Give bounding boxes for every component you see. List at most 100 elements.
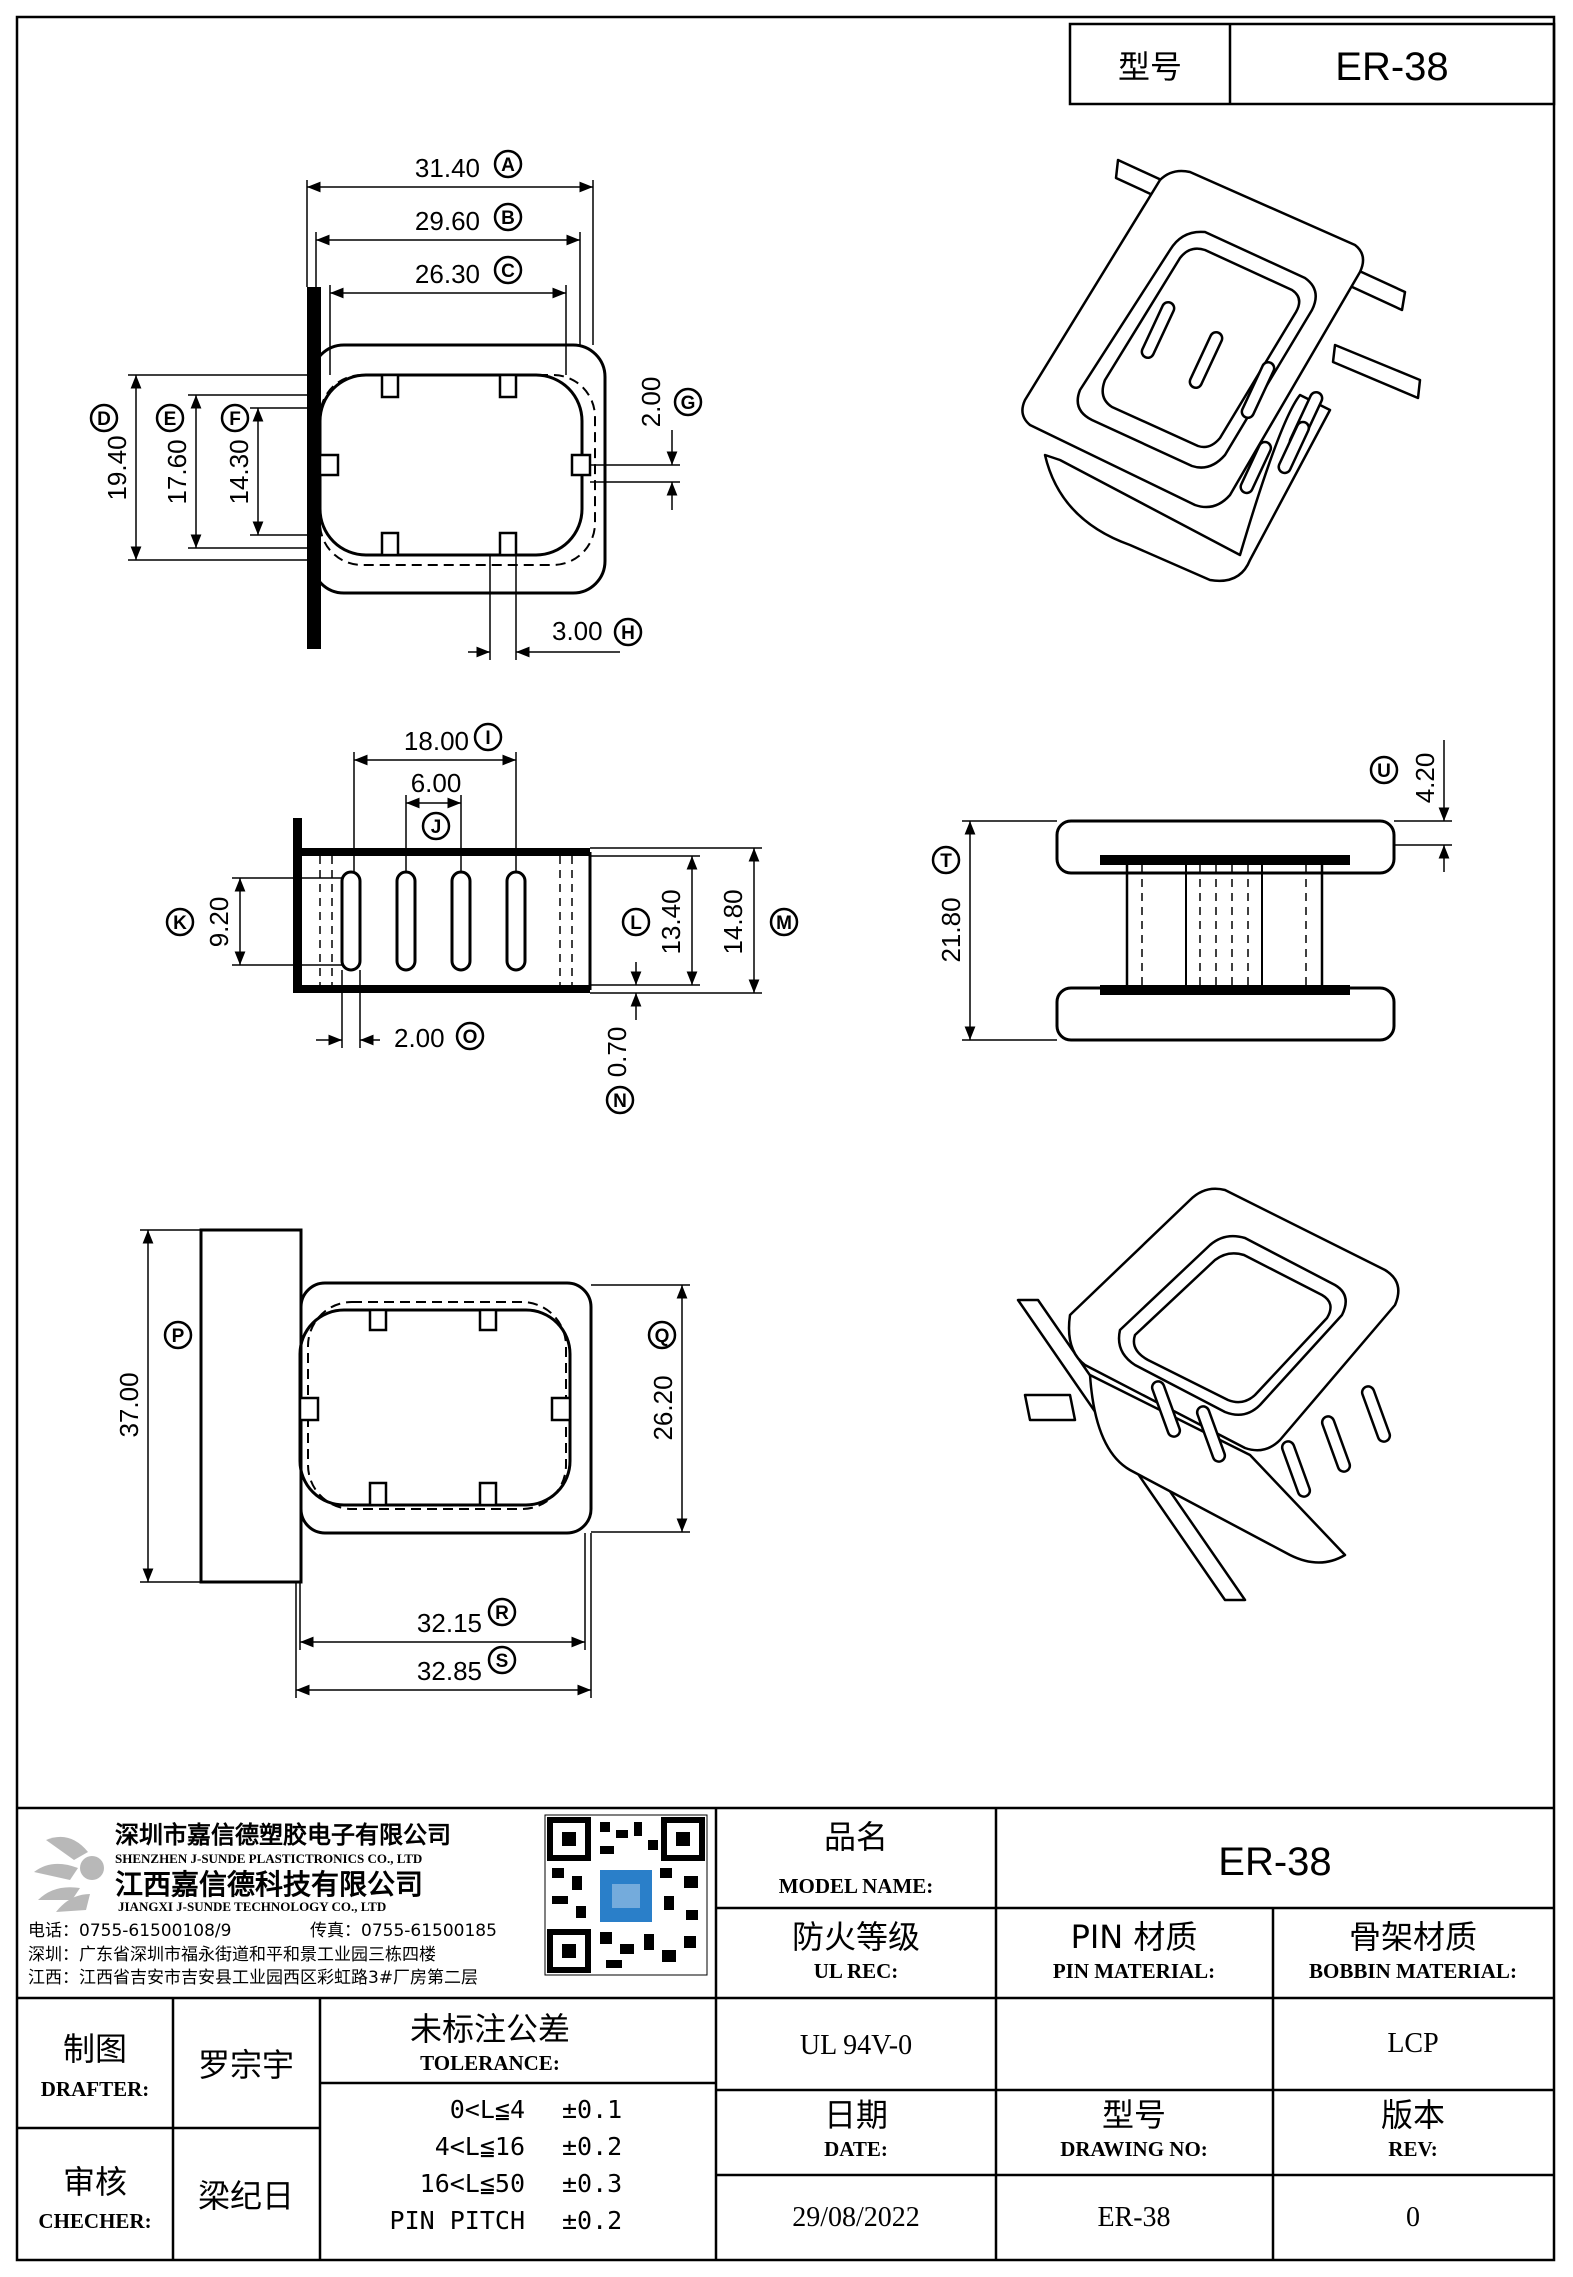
tolerance-value-4: ±0.2 xyxy=(562,2206,622,2235)
model-name-en-label: MODEL NAME: xyxy=(779,1874,934,1898)
rev-cn-label: 版本 xyxy=(1381,2096,1445,2134)
tolerance-value-2: ±0.2 xyxy=(562,2132,622,2161)
drawing-no-value: ER-38 xyxy=(1097,2202,1170,2233)
svg-text:E: E xyxy=(164,409,177,430)
isometric-view-top xyxy=(1021,158,1422,583)
dim-E-value: 17.60 xyxy=(162,439,192,504)
dim-T-value: 21.80 xyxy=(936,897,966,962)
svg-text:H: H xyxy=(621,623,635,644)
svg-text:P: P xyxy=(172,1326,185,1347)
svg-text:F: F xyxy=(229,409,241,430)
company-fax: 传真：0755-61500185 xyxy=(310,1921,497,1941)
rev-value: 0 xyxy=(1406,2202,1420,2233)
company-name-sz-en: SHENZHEN J-SUNDE PLASTICTRONICS CO., LTD xyxy=(115,1851,422,1866)
dim-K-value: 9.20 xyxy=(204,897,234,948)
dim-E-bubble: E xyxy=(155,403,185,433)
svg-text:S: S xyxy=(496,1651,509,1672)
dim-O-value: 2.00 xyxy=(394,1023,445,1053)
dim-H-bubble: H xyxy=(613,617,643,647)
svg-text:C: C xyxy=(501,261,515,282)
dim-U-value: 4.20 xyxy=(1410,753,1440,804)
dim-S-value: 32.85 xyxy=(417,1656,482,1686)
svg-text:I: I xyxy=(485,728,490,749)
svg-text:A: A xyxy=(501,155,515,176)
svg-text:N: N xyxy=(613,1091,627,1112)
dim-F-bubble: F xyxy=(220,403,250,433)
dim-I-value: 18.00 xyxy=(404,726,469,756)
model-name-cn-label: 品名 xyxy=(824,1818,888,1856)
dim-R-bubble: R xyxy=(487,1597,517,1627)
dim-N-bubble: N xyxy=(605,1085,635,1115)
company-address-sz: 深圳：广东省深圳市福永街道和平和景工业园三栋四楼 xyxy=(28,1945,436,1965)
svg-text:Q: Q xyxy=(655,1326,670,1347)
tolerance-range-2: 4<L≦16 xyxy=(435,2132,525,2161)
dim-Q-value: 26.20 xyxy=(648,1375,678,1440)
dim-C-value: 26.30 xyxy=(415,259,480,289)
drafter-value: 罗宗宇 xyxy=(198,2046,294,2084)
dim-F-value: 14.30 xyxy=(224,439,254,504)
tolerance-cn-label: 未标注公差 xyxy=(410,2010,570,2048)
svg-text:D: D xyxy=(97,409,111,430)
dim-A-bubble: A xyxy=(493,149,523,179)
svg-text:M: M xyxy=(776,913,792,934)
dim-G-value: 2.00 xyxy=(636,377,666,428)
side-view-dimensions xyxy=(962,740,1452,1041)
dim-Q-bubble: Q xyxy=(647,1320,677,1350)
tolerance-range-4: PIN PITCH xyxy=(390,2206,525,2235)
dim-G-bubble: G xyxy=(673,387,703,417)
dim-M-value: 14.80 xyxy=(718,889,748,954)
company-logo xyxy=(34,1836,104,1912)
dim-P-bubble: P xyxy=(163,1320,193,1350)
svg-text:O: O xyxy=(463,1027,478,1048)
company-name-sz: 深圳市嘉信德塑胶电子有限公司 xyxy=(115,1821,451,1849)
dim-I-bubble: I xyxy=(473,722,503,752)
ul-value: UL 94V-0 xyxy=(800,2030,912,2061)
dim-D-value: 19.40 xyxy=(102,435,132,500)
date-en-label: DATE: xyxy=(824,2137,888,2161)
pin-material-cn-label: PIN 材质 xyxy=(1071,1918,1198,1956)
dim-J-value: 6.00 xyxy=(411,768,462,798)
svg-text:T: T xyxy=(940,851,952,872)
company-name-jx: 江西嘉信德科技有限公司 xyxy=(115,1868,423,1901)
qr-code xyxy=(544,1814,708,1976)
ul-cn-label: 防火等级 xyxy=(792,1918,920,1956)
drafter-cn-label: 制图 xyxy=(63,2030,127,2068)
drawing-no-cn-label: 型号 xyxy=(1102,2096,1166,2134)
dim-R-value: 32.15 xyxy=(417,1608,482,1638)
isometric-view-bottom xyxy=(1016,1187,1400,1602)
tolerance-range-3: 16<L≦50 xyxy=(420,2169,525,2198)
dim-U-bubble: U xyxy=(1369,755,1399,785)
svg-text:K: K xyxy=(173,913,187,934)
ul-en-label: UL REC: xyxy=(814,1959,899,1983)
svg-text:B: B xyxy=(501,208,515,229)
svg-text:L: L xyxy=(630,913,642,934)
bobbin-material-en-label: BOBBIN MATERIAL: xyxy=(1309,1959,1517,1983)
dim-T-bubble: T xyxy=(931,845,961,875)
dim-N-value: 0.70 xyxy=(602,1027,632,1078)
checker-value: 梁纪日 xyxy=(198,2177,294,2215)
dim-C-bubble: C xyxy=(493,255,523,285)
tolerance-range-1: 0<L≦4 xyxy=(450,2095,525,2124)
dim-O-bubble: O xyxy=(455,1021,485,1051)
sheet-border xyxy=(15,15,1556,2262)
title-block-grid xyxy=(17,1808,1554,2260)
dim-L-bubble: L xyxy=(621,907,651,937)
bobbin-material-cn-label: 骨架材质 xyxy=(1349,1918,1477,1956)
dim-H-value: 3.00 xyxy=(552,616,603,646)
dim-L-value: 13.40 xyxy=(656,889,686,954)
drafter-en-label: DRAFTER: xyxy=(41,2077,150,2101)
dim-S-bubble: S xyxy=(487,1645,517,1675)
dim-A-value: 31.40 xyxy=(415,153,480,183)
bobbin-material-value: LCP xyxy=(1387,2028,1438,2059)
svg-text:U: U xyxy=(1377,761,1391,782)
tolerance-value-1: ±0.1 xyxy=(562,2095,622,2124)
checker-cn-label: 审核 xyxy=(63,2163,127,2201)
svg-text:R: R xyxy=(495,1603,509,1624)
dim-P-value: 37.00 xyxy=(114,1372,144,1437)
dim-M-bubble: M xyxy=(769,907,799,937)
bottom-view-dimensions xyxy=(140,1229,690,1698)
date-value: 29/08/2022 xyxy=(792,2202,920,2233)
bottom-view xyxy=(199,1228,593,1584)
date-cn-label: 日期 xyxy=(824,2096,888,2134)
